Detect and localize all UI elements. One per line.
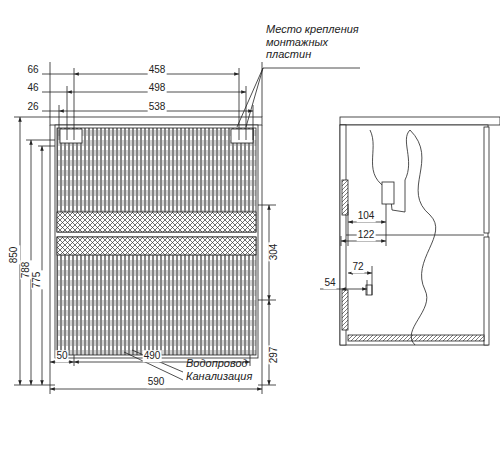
dimension: 46 <box>26 82 39 94</box>
dimension: 50 <box>55 350 68 362</box>
dimension: 26 <box>26 101 39 113</box>
dimension: 66 <box>26 64 39 76</box>
dimension: 590 <box>147 376 166 388</box>
callout-note: Водопровод Канализация <box>185 357 262 382</box>
dimension: 788 <box>20 261 32 280</box>
dimension: 122 <box>357 229 376 241</box>
dimension: 775 <box>31 271 43 290</box>
dimension: 538 <box>148 101 167 113</box>
dimension: 104 <box>357 210 376 222</box>
dimension: 72 <box>351 261 364 273</box>
dimension: 498 <box>148 82 167 94</box>
dimension: 850 <box>8 246 20 265</box>
dimension: 297 <box>268 346 280 365</box>
dimension: 458 <box>148 64 167 76</box>
dimension: 54 <box>323 277 336 289</box>
callout-note: Место крепления монтажных пластин <box>265 23 377 61</box>
dimension: 490 <box>143 350 162 362</box>
dimension: 304 <box>268 243 280 262</box>
